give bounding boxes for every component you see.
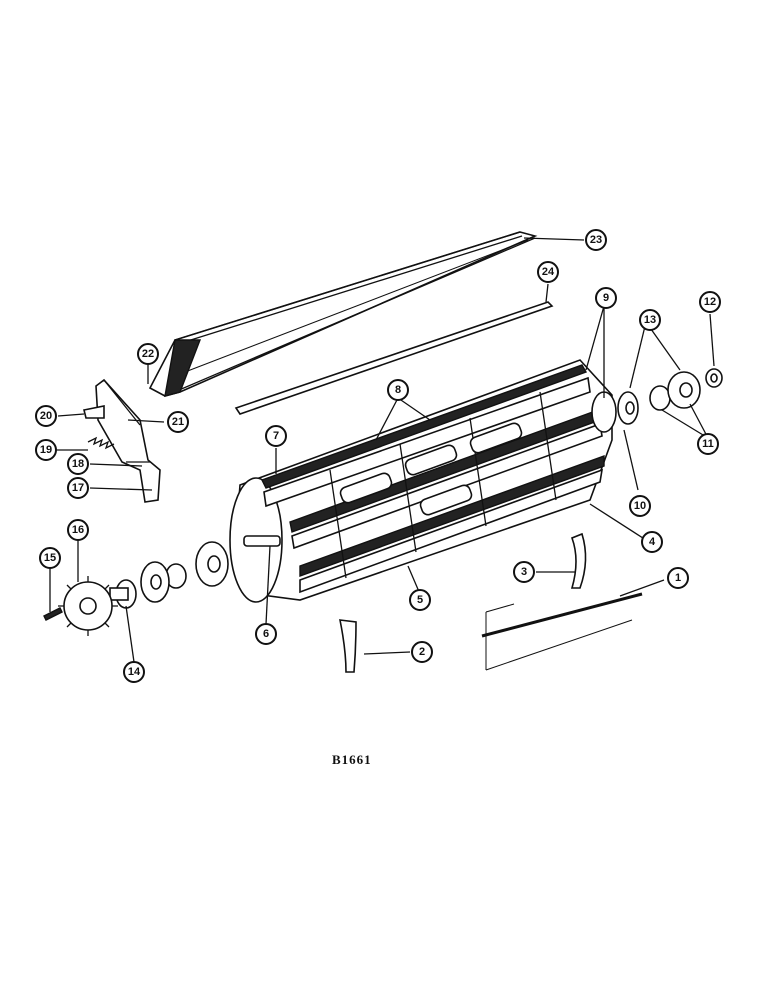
- svg-text:6: 6: [263, 628, 269, 640]
- leader-lines: [49, 237, 715, 663]
- svg-text:11: 11: [702, 438, 714, 450]
- svg-text:21: 21: [172, 416, 184, 428]
- callout-20: 20: [35, 405, 57, 427]
- top-shield-part: [148, 231, 538, 397]
- callout-9: 9: [595, 287, 617, 309]
- callout-11: 11: [697, 433, 719, 455]
- svg-text:20: 20: [40, 410, 52, 422]
- callout-3: 3: [513, 561, 535, 583]
- flat-strip-part: [234, 301, 554, 415]
- callout-22: 22: [137, 343, 159, 365]
- svg-text:5: 5: [417, 594, 423, 606]
- svg-text:18: 18: [72, 458, 84, 470]
- svg-text:10: 10: [634, 500, 646, 512]
- rotor-cage-part: [229, 359, 617, 603]
- callout-1: 1: [667, 567, 689, 589]
- curved-plate-3: [570, 532, 587, 589]
- callout-4: 4: [641, 531, 663, 553]
- right-bearing-parts: [617, 368, 723, 425]
- callout-13: 13: [639, 309, 661, 331]
- svg-text:14: 14: [128, 666, 141, 678]
- svg-text:17: 17: [72, 482, 84, 494]
- svg-text:9: 9: [603, 292, 609, 304]
- callout-6: 6: [255, 623, 277, 645]
- left-bearing-parts: [109, 541, 229, 609]
- callout-2: 2: [411, 641, 433, 663]
- svg-text:22: 22: [142, 348, 154, 360]
- mounting-bracket-part: [83, 378, 161, 503]
- callout-10: 10: [629, 495, 651, 517]
- callout-7: 7: [265, 425, 287, 447]
- shaft-stub-part: [243, 535, 281, 547]
- svg-text:3: 3: [521, 566, 527, 578]
- svg-text:16: 16: [72, 524, 84, 536]
- callout-14: 14: [123, 661, 145, 683]
- svg-text:19: 19: [40, 444, 52, 456]
- svg-text:15: 15: [44, 552, 56, 564]
- callout-21: 21: [167, 411, 189, 433]
- svg-text:7: 7: [273, 430, 279, 442]
- callout-24: 24: [537, 261, 559, 283]
- callout-19: 19: [35, 439, 57, 461]
- key-part: [43, 607, 63, 621]
- spring-part: [87, 436, 115, 450]
- curved-plate-2: [338, 619, 357, 673]
- svg-text:1: 1: [675, 572, 681, 584]
- callout-8: 8: [387, 379, 409, 401]
- svg-text:12: 12: [704, 296, 716, 308]
- callout-23: 23: [585, 229, 607, 251]
- svg-text:24: 24: [542, 266, 555, 278]
- sprocket-part: [58, 576, 118, 636]
- rod-part: [481, 592, 643, 671]
- svg-text:2: 2: [419, 646, 425, 658]
- callout-5: 5: [409, 589, 431, 611]
- callout-15: 15: [39, 547, 61, 569]
- svg-text:4: 4: [649, 536, 656, 548]
- callout-17: 17: [67, 477, 89, 499]
- svg-text:13: 13: [644, 314, 656, 326]
- svg-text:8: 8: [395, 384, 401, 396]
- callout-18: 18: [67, 453, 89, 475]
- callout-12: 12: [699, 291, 721, 313]
- callout-16: 16: [67, 519, 89, 541]
- figure-code: B1661: [332, 752, 372, 767]
- svg-text:23: 23: [590, 234, 602, 246]
